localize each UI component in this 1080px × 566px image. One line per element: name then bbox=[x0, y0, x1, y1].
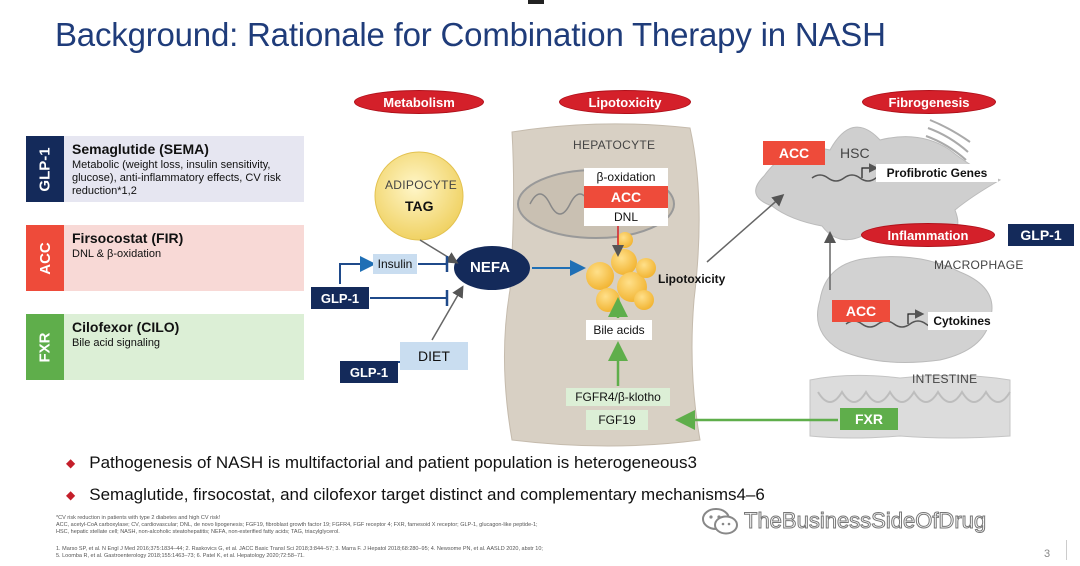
nefa-label: NEFA bbox=[470, 259, 511, 276]
fgf19-box: FGF19 bbox=[586, 410, 648, 430]
card-title: Cilofexor (CILO) bbox=[72, 319, 180, 335]
footnote: 1. Marso SP, et al. N Engl J Med 2016;37… bbox=[56, 546, 543, 552]
fgfr4-box: FGFR4/β-klotho bbox=[566, 388, 670, 406]
nefa-oval bbox=[454, 246, 530, 290]
hepatocyte-label: HEPATOCYTE bbox=[573, 138, 656, 152]
fibrogenesis-pill: Fibrogenesis bbox=[863, 91, 995, 113]
card-tag: FXR bbox=[26, 314, 64, 380]
lipotoxicity-label: Lipotoxicity bbox=[658, 272, 726, 286]
acc-box-macrophage: ACC bbox=[832, 300, 890, 322]
watermark: TheBusinessSideOfDrug bbox=[700, 506, 987, 536]
lipotoxicity-pill: Lipotoxicity bbox=[560, 91, 690, 113]
diamond-bullet-icon: ◆ bbox=[66, 456, 76, 470]
macrophage-label: MACROPHAGE bbox=[934, 258, 1024, 272]
diet-box: DIET bbox=[400, 342, 468, 370]
bile-acids-box: Bile acids bbox=[586, 320, 652, 340]
acc-box-hsc: ACC bbox=[763, 141, 825, 165]
adipocyte-label: ADIPOCYTE bbox=[385, 178, 458, 192]
profibrotic-genes-box: Profibrotic Genes bbox=[876, 164, 998, 182]
page-number: 3 bbox=[1044, 548, 1051, 560]
card-tag: GLP-1 bbox=[26, 136, 64, 202]
metabolism-pill: Metabolism bbox=[355, 91, 483, 113]
card-desc: DNL & β-oxidation bbox=[72, 248, 162, 260]
slide-title: Background: Rationale for Combination Th… bbox=[55, 16, 886, 53]
divider bbox=[1066, 540, 1067, 560]
card-title: Semaglutide (SEMA) bbox=[72, 141, 209, 157]
tag-label: TAG bbox=[405, 198, 434, 214]
insulin-box: Insulin bbox=[373, 254, 417, 274]
footnote: 5. Loomba R, et al. Gastroenterology 201… bbox=[56, 553, 305, 559]
glp1-box-diet: GLP-1 bbox=[340, 361, 398, 383]
diamond-bullet-icon: ◆ bbox=[66, 488, 76, 502]
hsc-label: HSC bbox=[840, 145, 870, 161]
bullet-item: ◆ Pathogenesis of NASH is multifactorial… bbox=[66, 453, 697, 472]
card-title: Firsocostat (FIR) bbox=[72, 230, 184, 246]
top-mark bbox=[528, 0, 544, 4]
dnl-box: DNL bbox=[584, 208, 668, 226]
acc-box-hepatocyte: ACC bbox=[584, 186, 668, 208]
bullet-item: ◆ Semaglutide, firsocostat, and cilofexo… bbox=[66, 485, 765, 504]
footnote: *CV risk reduction in patients with type… bbox=[56, 515, 221, 521]
adipocyte-cell bbox=[374, 151, 464, 241]
card-desc: Bile acid signaling bbox=[72, 337, 161, 349]
footnote: HSC, hepatic stellate cell; NASH, non-al… bbox=[56, 529, 340, 535]
glp1-box-inflammation: GLP-1 bbox=[1008, 224, 1074, 246]
card-tag: ACC bbox=[26, 225, 64, 291]
beta-oxidation-box: β-oxidation bbox=[584, 168, 668, 186]
cytokines-box: Cytokines bbox=[928, 312, 996, 330]
card-semaglutide: GLP-1 Semaglutide (SEMA) Metabolic (weigh… bbox=[26, 136, 304, 202]
intestine-label: INTESTINE bbox=[912, 372, 978, 386]
inflammation-pill: Inflammation bbox=[862, 224, 994, 246]
card-firsocostat: ACC Firsocostat (FIR) DNL & β-oxidation bbox=[26, 225, 304, 291]
fxr-box: FXR bbox=[840, 408, 898, 430]
wechat-icon bbox=[702, 508, 738, 535]
card-desc: Metabolic (weight loss, insulin sensitiv… bbox=[72, 159, 281, 197]
footnote: ACC, acetyl-CoA carboxylase; CV, cardiov… bbox=[56, 522, 538, 528]
glp1-box-metabolism: GLP-1 bbox=[311, 287, 369, 309]
card-cilofexor: FXR Cilofexor (CILO) Bile acid signaling bbox=[26, 314, 304, 380]
